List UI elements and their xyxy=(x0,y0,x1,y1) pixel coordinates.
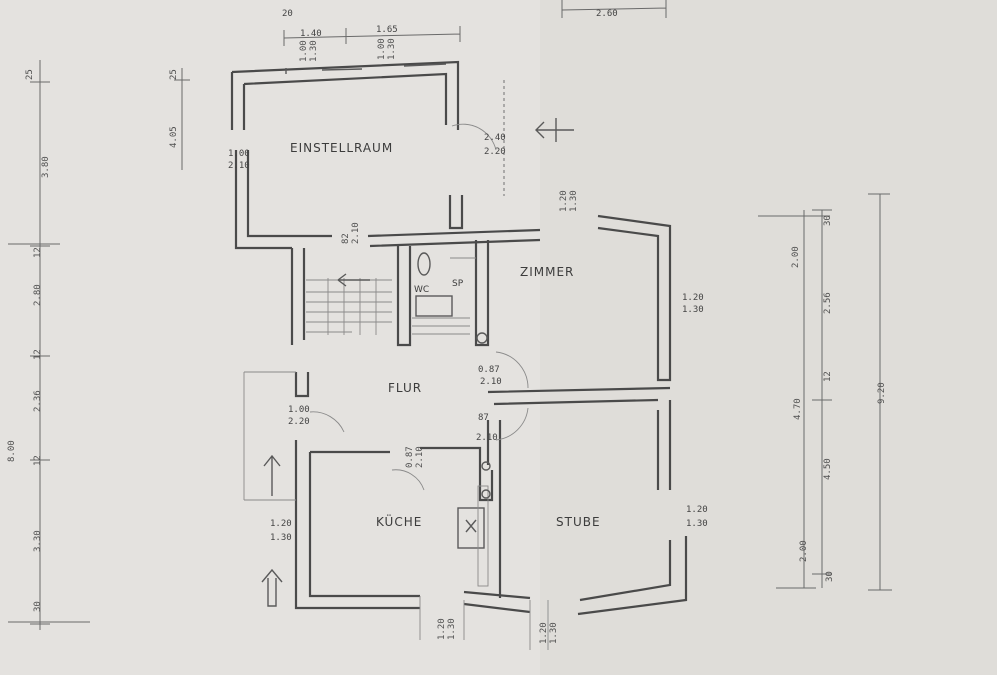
dim-win-top-b: 1.00 xyxy=(377,38,387,60)
dim-stair-b: 2.10 xyxy=(351,222,361,244)
dim-left-30: 30 xyxy=(33,601,43,612)
dim-top-20: 20 xyxy=(282,9,293,19)
room-label-wc: WC xyxy=(414,285,429,295)
dimension-lines xyxy=(8,0,892,650)
dim-bottom-a1: 1.20 xyxy=(437,618,447,640)
wc-fixtures xyxy=(412,252,476,335)
dim-right-30a: 30 xyxy=(823,215,833,226)
dim-right-200b: 2.00 xyxy=(799,540,809,562)
dim-top-165: 1.65 xyxy=(376,25,398,35)
dim-flur-left-b: 2.20 xyxy=(288,417,310,427)
dim-flur-door2-b: 2.10 xyxy=(476,433,498,443)
kitchen-fixtures xyxy=(457,332,491,587)
dim-left-12b: 12 xyxy=(33,349,43,360)
dim-left-12a: 12 xyxy=(33,247,43,258)
room-label-zimmer: ZIMMER xyxy=(520,265,574,279)
dim-kueche-door-b: 2.10 xyxy=(415,446,425,468)
dim-left-330: 3.30 xyxy=(33,530,43,552)
dim-right-470: 4.70 xyxy=(793,398,803,420)
dim-flur-door-a: 0.87 xyxy=(478,365,500,375)
dim-left-280: 2.80 xyxy=(33,284,43,306)
dim-right-12: 12 xyxy=(823,371,833,382)
dim-bottom-a2: 1.30 xyxy=(447,618,457,640)
dim-right-200a: 2.00 xyxy=(791,246,801,268)
step-arrow xyxy=(263,454,281,496)
dim-win-top-b2: 1.30 xyxy=(387,38,397,60)
door-swings xyxy=(309,123,529,491)
outer-walls xyxy=(230,60,688,616)
room-label-sp: SP xyxy=(452,279,464,289)
room-label-kueche: KÜCHE xyxy=(376,513,422,529)
dim-win-top-a2: 1.30 xyxy=(309,40,319,62)
dim-bottom-b1: 1.20 xyxy=(539,622,549,644)
dim-einst-left-b: 2.10 xyxy=(228,161,250,171)
dim-top-140: 1.40 xyxy=(300,29,322,39)
dim-left-236: 2.36 xyxy=(33,390,43,412)
dim-flur-left-a: 1.00 xyxy=(288,405,310,415)
dim-left-12c: 12 xyxy=(33,455,43,466)
dim-left-380: 3.80 xyxy=(41,156,51,178)
dim-right-256: 2.56 xyxy=(823,292,833,314)
dim-top-260: 2.60 xyxy=(596,9,618,19)
stair-arrow xyxy=(337,273,370,287)
dim-stube-win-b: 1.30 xyxy=(686,519,708,529)
dim-kueche-left-a: 1.20 xyxy=(270,519,292,529)
dim-kueche-door-a: 0.87 xyxy=(405,446,415,468)
dim-left-25a: 25 xyxy=(25,69,35,80)
dim-stair-a: 82 xyxy=(341,233,351,244)
staircase xyxy=(306,278,392,335)
room-label-einstellraum: EINSTELLRAUM xyxy=(290,141,393,155)
dim-zimmer-top-b: 1.30 xyxy=(569,190,579,212)
dim-flur-door-b: 2.10 xyxy=(480,377,502,387)
dim-left-800: 8.00 xyxy=(7,440,17,462)
dim-zimmer-top-a: 1.20 xyxy=(559,190,569,212)
dim-zimmer-win-b: 1.30 xyxy=(682,305,704,315)
dim-kueche-left-b: 1.30 xyxy=(270,533,292,543)
dim-win-top-a: 1.00 xyxy=(299,40,309,62)
dim-zimmer-win-a: 1.20 xyxy=(682,293,704,303)
dim-flur-door2-a: 87 xyxy=(478,413,489,423)
dim-right-920: 9.20 xyxy=(877,382,887,404)
dim-einst-right-b: 2.20 xyxy=(484,147,506,157)
entrance-arrow xyxy=(261,568,283,607)
north-arrow xyxy=(535,118,574,142)
paper-fold-shade xyxy=(540,0,997,675)
dim-bottom-b2: 1.30 xyxy=(549,622,559,644)
room-label-stube: STUBE xyxy=(556,515,601,529)
dim-stube-win-a: 1.20 xyxy=(686,505,708,515)
dim-einst-right-a: 2.40 xyxy=(484,133,506,143)
dim-right-30b: 30 xyxy=(825,571,835,582)
dim-right-450: 4.50 xyxy=(823,458,833,480)
dimension-labels: 20 1.40 1.65 2.60 1.00 1.30 1.00 1.30 25… xyxy=(7,9,887,644)
dim-einst-left-a: 1.00 xyxy=(228,149,250,159)
dim-left-405: 4.05 xyxy=(169,126,179,148)
dim-left-25b: 25 xyxy=(169,69,179,80)
room-label-flur: FLUR xyxy=(388,381,422,395)
